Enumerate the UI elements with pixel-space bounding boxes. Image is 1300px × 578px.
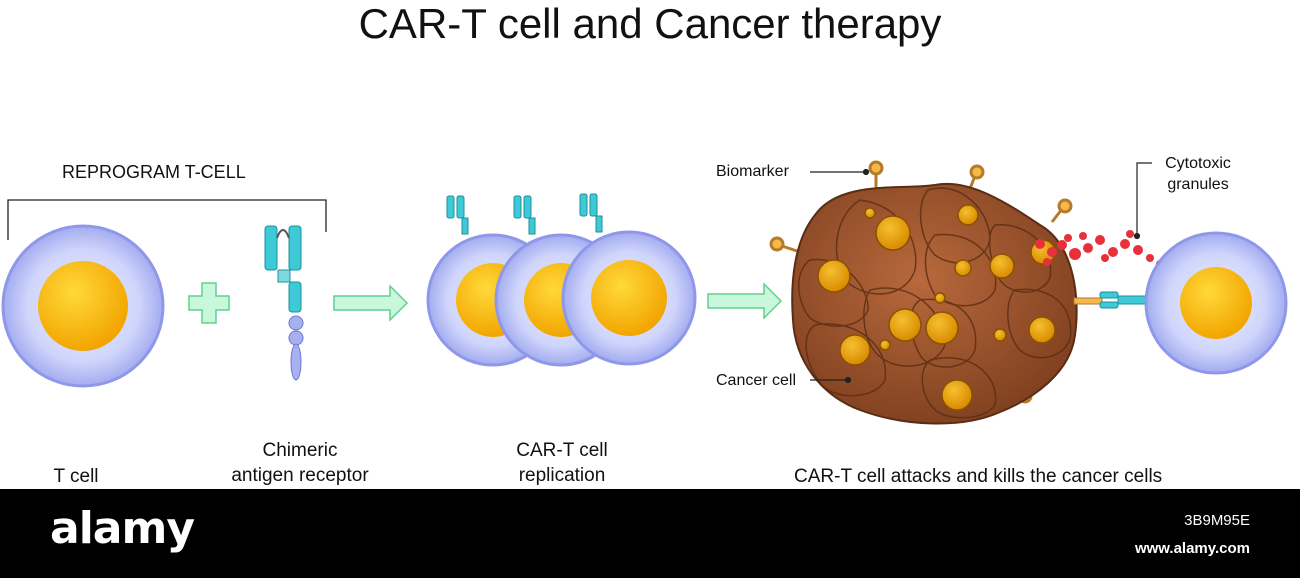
car-t-replication-graphic xyxy=(426,193,697,367)
replication-label-line1: CAR-T cell xyxy=(516,440,608,461)
attacking-car-t-cell-graphic xyxy=(1144,231,1288,375)
t-cell-label: T cell xyxy=(53,466,99,487)
biomarker-label: Biomarker xyxy=(716,163,789,180)
page-title: CAR-T cell and Cancer therapy xyxy=(358,0,942,47)
site-url: www.alamy.com xyxy=(1134,540,1250,557)
diagram-art xyxy=(1,160,1288,425)
car-label-line2: antigen receptor xyxy=(231,465,369,486)
cancer-cell-label: Cancer cell xyxy=(716,372,797,389)
cytotoxic-granules-graphic xyxy=(1035,230,1164,268)
cytotoxic-label-line1: Cytotoxic xyxy=(1165,155,1231,172)
tumor-graphic xyxy=(769,160,1149,425)
car-label-line1: Chimeric xyxy=(262,440,338,461)
replication-label-line2: replication xyxy=(518,465,606,486)
reprogram-t-cell-label: REPROGRAM T-CELL xyxy=(62,162,246,182)
arrow-icon xyxy=(333,284,409,322)
reprogram-bracket xyxy=(7,199,327,240)
image-id: 3B9M95E xyxy=(1184,512,1250,529)
attack-label: CAR-T cell attacks and kills the cancer … xyxy=(794,466,1163,487)
car-receptor-graphic xyxy=(264,225,304,381)
plus-icon xyxy=(188,282,230,324)
t-cell-graphic xyxy=(1,224,165,388)
granules-leader-line xyxy=(1136,162,1152,235)
cytotoxic-label-line2: granules xyxy=(1167,176,1229,193)
arrow-icon xyxy=(707,282,783,320)
watermark-bar xyxy=(0,489,1300,578)
alamy-logo: alamy xyxy=(50,503,195,554)
